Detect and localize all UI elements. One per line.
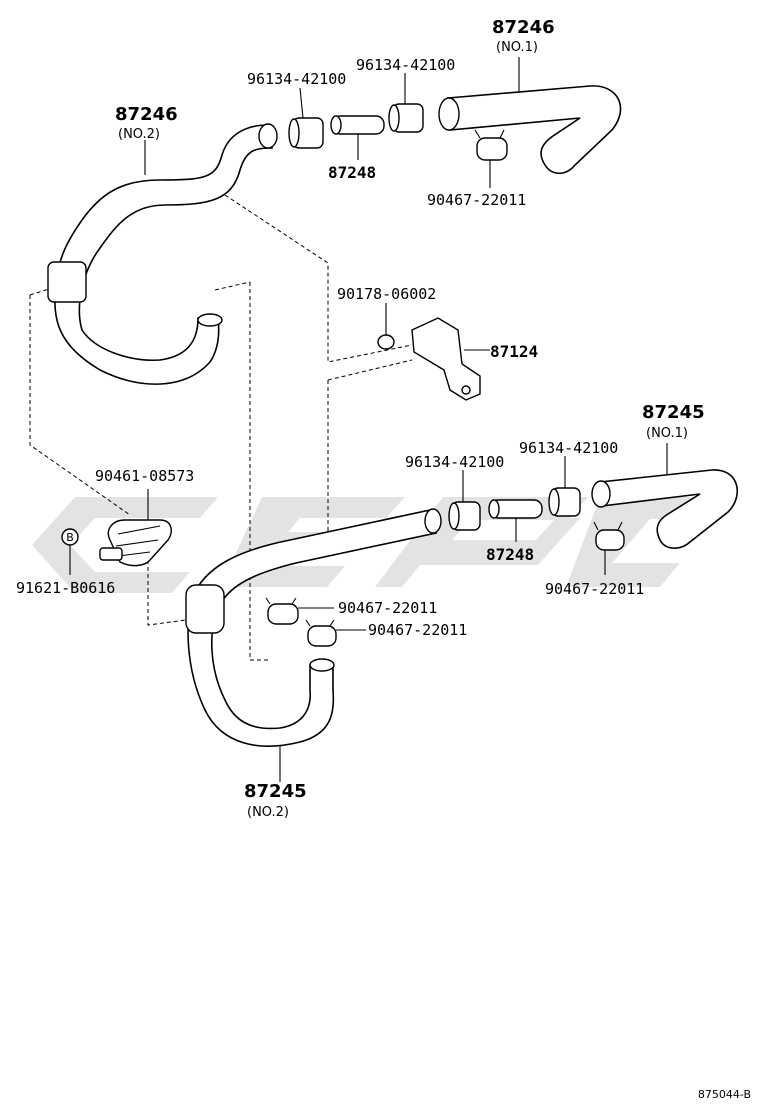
pipe-87248-bottom <box>488 499 543 519</box>
clamp-90461 <box>99 519 172 567</box>
label-96134-a: 96134-42100 <box>247 70 346 88</box>
clamp-96134-mid-left <box>448 501 481 531</box>
label-87246-no1: 87246 <box>492 17 555 38</box>
hose-87246-no1 <box>438 85 622 175</box>
label-87124: 87124 <box>490 342 538 361</box>
clamp-96134-top-left <box>288 117 324 149</box>
hose-87245-no2 <box>185 508 442 747</box>
clip-90467-top <box>474 129 508 161</box>
label-90467-mid1: 90467-22011 <box>338 599 437 617</box>
label-87246-no1-sub: (NO.1) <box>496 40 538 55</box>
clip-90467-mid2 <box>305 619 337 647</box>
dashed-reference-lines <box>29 194 413 661</box>
label-87246-no2-sub: (NO.2) <box>118 127 160 142</box>
clip-90467-right <box>593 521 625 551</box>
label-96134-b: 96134-42100 <box>356 56 455 74</box>
label-96134-c: 96134-42100 <box>405 453 504 471</box>
bracket-87124 <box>411 317 481 401</box>
label-90467-top: 90467-22011 <box>427 191 526 209</box>
clamp-96134-top-right <box>388 103 424 133</box>
label-87245-no1-sub: (NO.1) <box>646 426 688 441</box>
label-90467-right: 90467-22011 <box>545 580 644 598</box>
hose-87246-no2 <box>47 123 278 385</box>
label-87246-no2: 87246 <box>115 104 178 125</box>
label-90178: 90178-06002 <box>337 285 436 303</box>
label-96134-d: 96134-42100 <box>519 439 618 457</box>
leader-lines <box>69 57 668 782</box>
diagram-code: 875044-B <box>698 1088 751 1101</box>
bolt-marker-b: B <box>61 528 79 546</box>
hose-87245-no1 <box>591 469 738 549</box>
label-91621: 91621-B0616 <box>16 579 115 597</box>
clamp-96134-mid-right <box>548 487 581 517</box>
bolt-marker-label: B <box>66 531 74 544</box>
label-90467-mid2: 90467-22011 <box>368 621 467 639</box>
label-87245-no2: 87245 <box>244 781 307 802</box>
pipe-87248-top <box>330 115 385 135</box>
grommet-90178 <box>377 334 395 350</box>
label-87245-no2-sub: (NO.2) <box>247 805 289 820</box>
part-labels: 87246 (NO.2) 87246 (NO.1) 96134-42100 96… <box>16 17 751 1101</box>
label-87248-top: 87248 <box>328 163 376 182</box>
label-90461: 90461-08573 <box>95 467 194 485</box>
label-87245-no1: 87245 <box>642 402 705 423</box>
label-87248-bottom: 87248 <box>486 545 534 564</box>
clip-90467-mid1 <box>265 597 299 625</box>
